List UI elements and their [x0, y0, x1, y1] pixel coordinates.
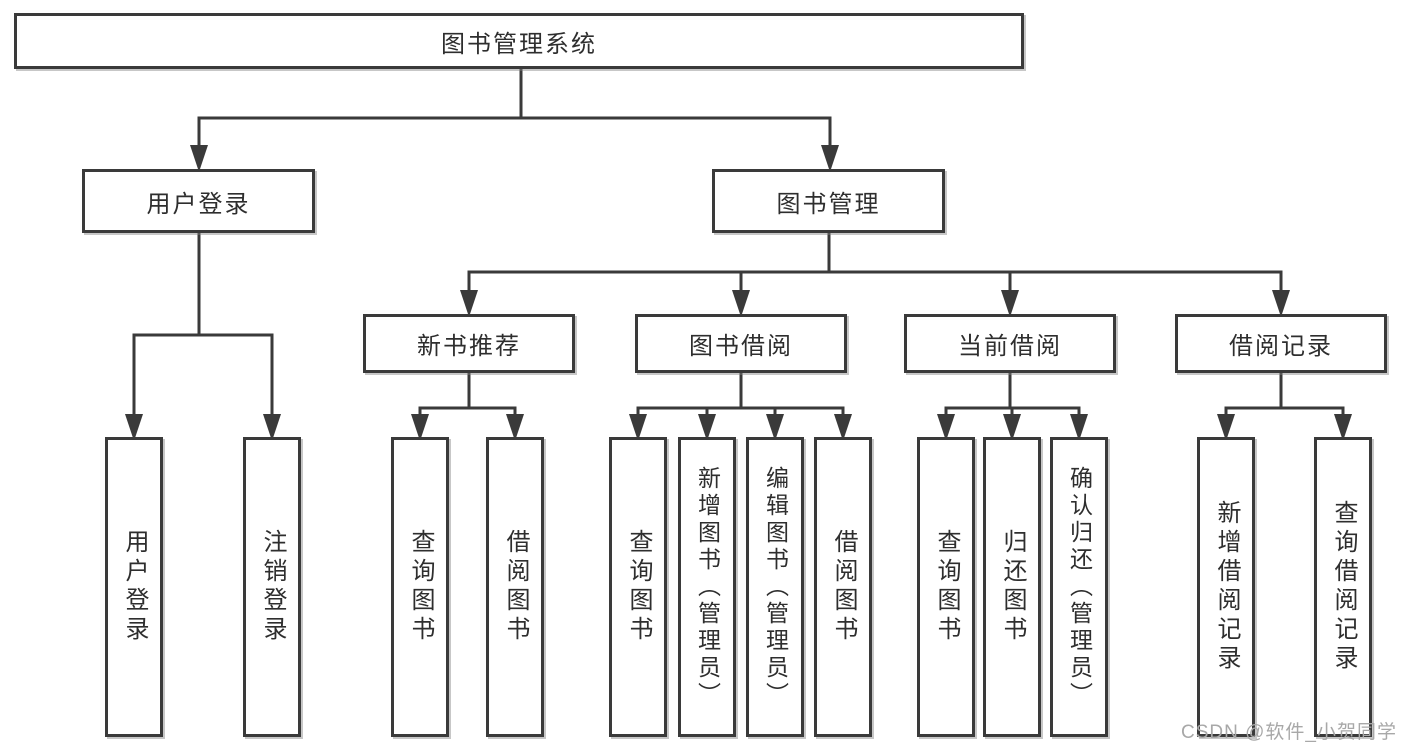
leaf-user-login: 用户登录: [105, 437, 163, 737]
leaf-return-book: 归还图书: [983, 437, 1041, 737]
leaf-add-borrow-record: 新增借阅记录: [1197, 437, 1255, 737]
leaf-add-book-admin: 新增图书（管理员）: [678, 437, 736, 737]
connector-new-book-rec-to-leaves: [418, 373, 517, 416]
leaf-logout: 注销登录: [243, 437, 301, 737]
leaf-borrow-books: 借阅图书: [814, 437, 872, 737]
leaf-query-books-recommend: 查询图书: [391, 437, 449, 737]
leaf-query-books-current: 查询图书: [917, 437, 975, 737]
watermark: CSDN @软件_小贺同学: [1181, 722, 1397, 743]
leaf-edit-book-admin: 编辑图书（管理员）: [746, 437, 804, 737]
node-current-borrowing: 当前借阅: [904, 314, 1116, 373]
node-book-borrowing: 图书借阅: [635, 314, 847, 373]
leaf-query-borrow-record: 查询借阅记录: [1314, 437, 1372, 737]
node-borrowing-records: 借阅记录: [1175, 314, 1387, 373]
node-user-login: 用户登录: [82, 169, 315, 233]
leaf-confirm-return-admin: 确认归还（管理员）: [1050, 437, 1108, 737]
connector-root-to-level2: [197, 69, 832, 146]
arrowheads: [125, 145, 1352, 441]
connector-user-login-to-leaves: [132, 233, 274, 416]
connector-book-borrow-to-leaves: [636, 373, 845, 416]
leaf-borrow-books-recommend: 借阅图书: [486, 437, 544, 737]
connector-borrow-records-to-leaves: [1224, 373, 1345, 416]
connector-current-borrow-to-leaves: [944, 373, 1081, 416]
node-library-management-system: 图书管理系统: [14, 13, 1024, 69]
leaf-query-books-borrow: 查询图书: [609, 437, 667, 737]
connector-book-mgmt-to-level3: [467, 233, 1283, 291]
node-new-book-recommendation: 新书推荐: [363, 314, 575, 373]
node-book-management: 图书管理: [712, 169, 945, 233]
